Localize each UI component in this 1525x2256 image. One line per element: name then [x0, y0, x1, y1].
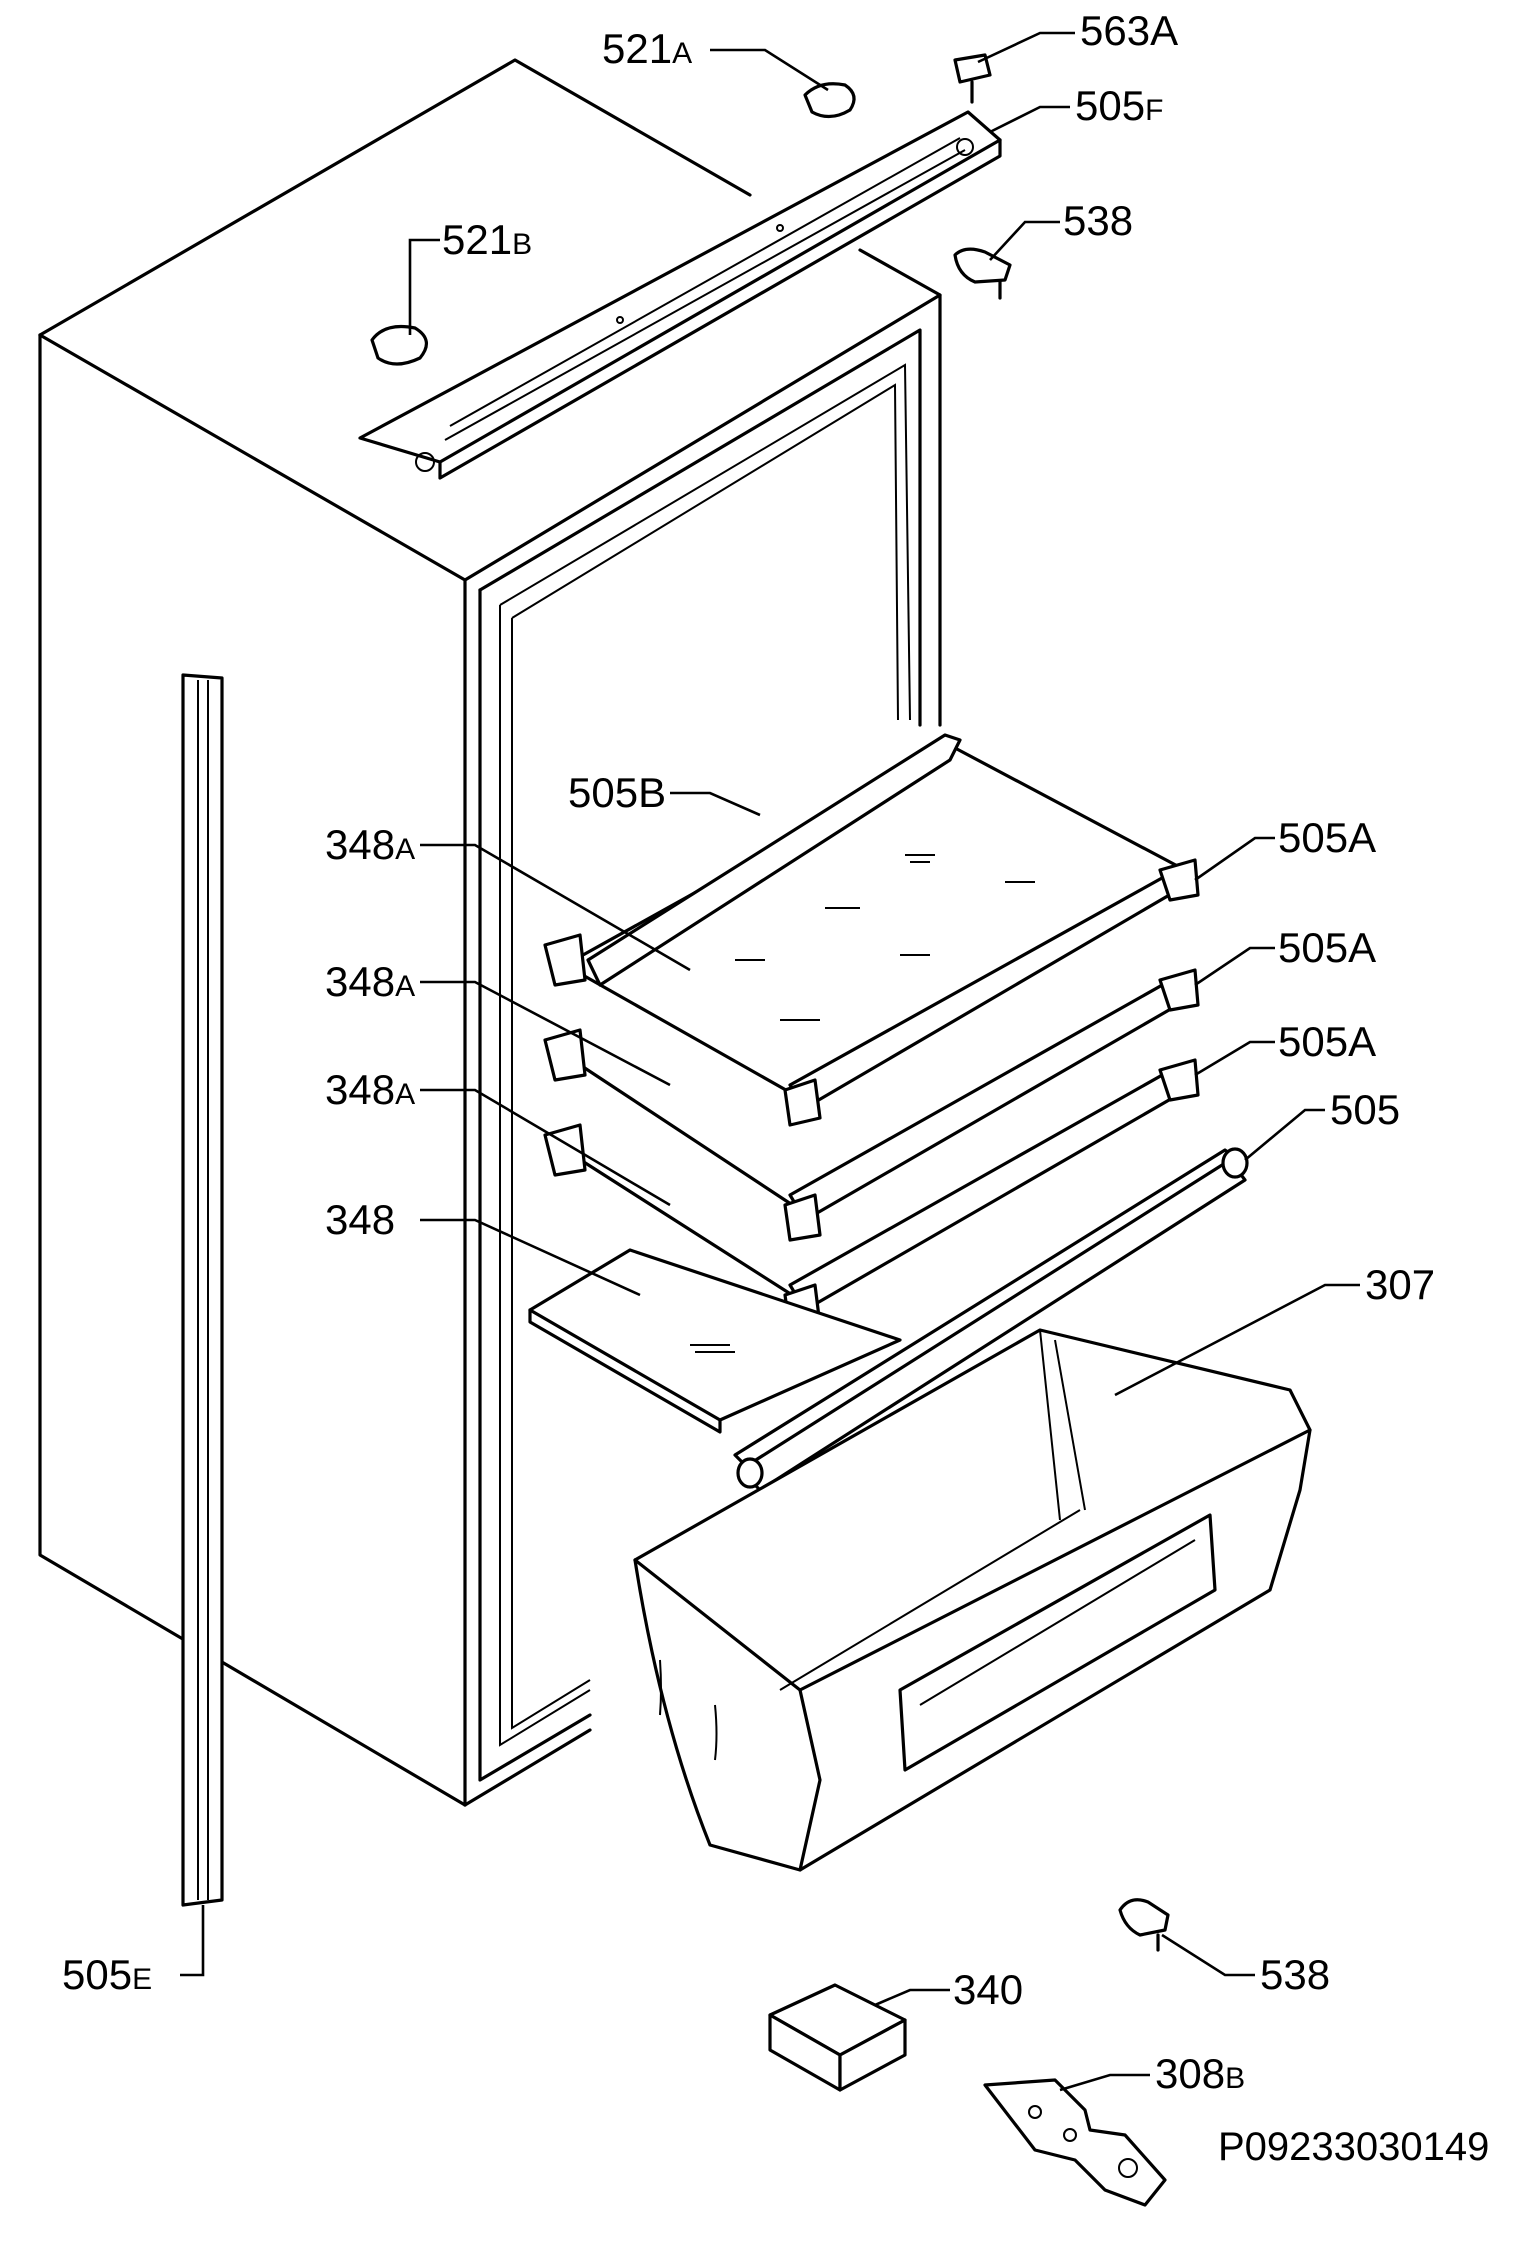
shelf-glass-bottom	[528, 1248, 902, 1434]
leader-lines	[180, 31, 1360, 2092]
callout-348a-3: 348A	[325, 1066, 415, 1113]
callout-521b: 521B	[442, 216, 532, 263]
callout-505b: 505B	[568, 769, 666, 816]
callout-538-bottom: 538	[1260, 1951, 1330, 1998]
callout-563a: 563A	[1080, 7, 1178, 54]
callout-labels: 521A 563A 505F 521B 538 505B 348A 505A 3…	[62, 7, 1435, 2097]
top-hinge-bracket	[358, 110, 1002, 480]
callout-505a-1: 505A	[1278, 814, 1376, 861]
callout-505: 505	[1330, 1086, 1400, 1133]
callout-348: 348	[325, 1196, 395, 1243]
callout-521a: 521A	[602, 25, 692, 72]
callout-348a-2: 348A	[325, 958, 415, 1005]
callout-308b: 308B	[1155, 2050, 1245, 2097]
callout-538-top: 538	[1063, 197, 1133, 244]
cap-521a	[803, 82, 856, 119]
hinge-pin-538-bottom	[1118, 1898, 1170, 1952]
callout-340: 340	[953, 1966, 1023, 2013]
shelf-front-trim	[733, 1147, 1249, 1492]
callout-505a-3: 505A	[1278, 1018, 1376, 1065]
hinge-pin-538-top	[953, 247, 1012, 300]
shelf-middle	[543, 968, 1200, 1242]
drawing-code: P09233030149	[1218, 2125, 1489, 2169]
lamp-cover-340	[768, 1983, 907, 2092]
door-rail	[181, 673, 224, 1907]
callout-505e: 505E	[62, 1951, 152, 1998]
callout-307: 307	[1365, 1261, 1435, 1308]
crisper-drawer	[633, 1328, 1312, 1872]
bottom-hinge-308b	[983, 2078, 1167, 2207]
callout-348a-1: 348A	[325, 821, 415, 868]
screw-563a	[953, 53, 992, 104]
callout-505a-2: 505A	[1278, 924, 1376, 971]
callout-505f: 505F	[1075, 82, 1163, 129]
cap-521b	[370, 324, 428, 366]
cabinet	[38, 58, 942, 1807]
